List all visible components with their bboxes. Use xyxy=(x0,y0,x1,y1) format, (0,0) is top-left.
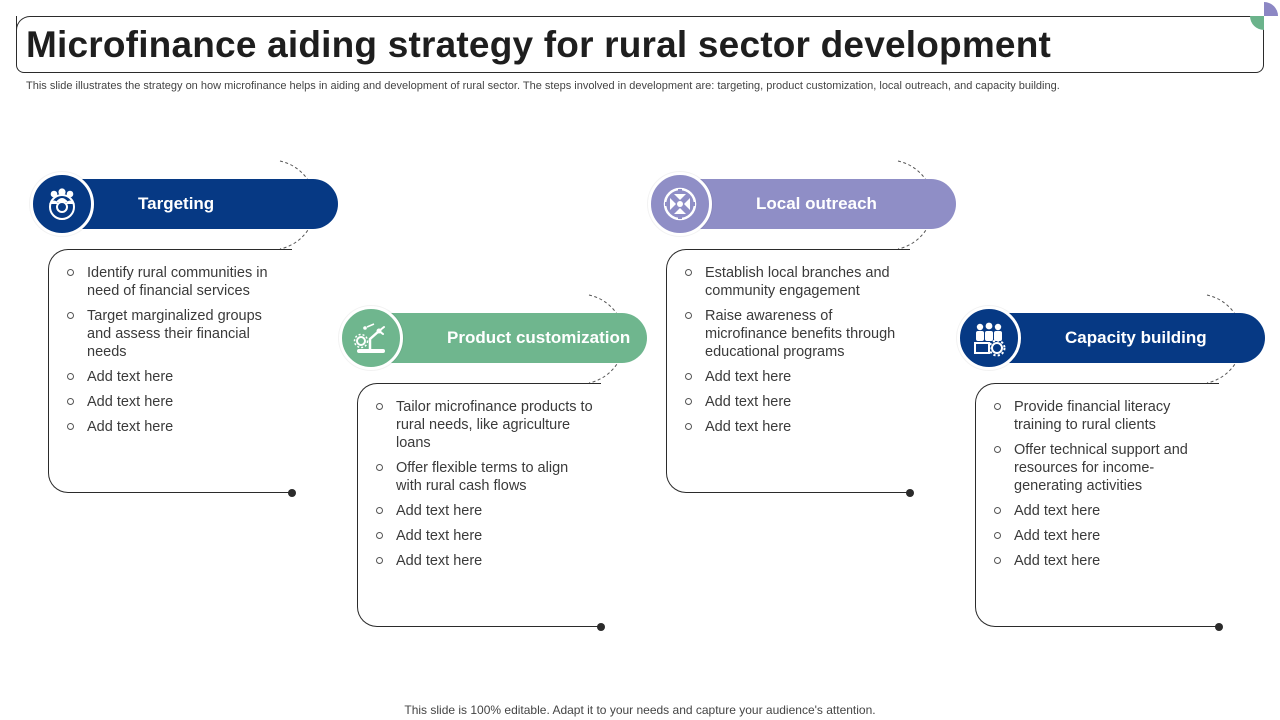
step-title: Targeting xyxy=(138,194,215,213)
bullet-icon xyxy=(376,532,383,539)
list-item: Add text here xyxy=(685,418,905,436)
list-item: Add text here xyxy=(67,393,287,411)
bullet-icon xyxy=(67,269,74,276)
bullet-icon xyxy=(67,423,74,430)
bullet-icon xyxy=(685,398,692,405)
bullet-icon xyxy=(994,446,1001,453)
bullet-icon xyxy=(685,269,692,276)
step-icon-circle xyxy=(648,172,712,236)
step-bullet-list: Identify rural communities in need of fi… xyxy=(67,264,287,443)
step-title: Product customization xyxy=(447,328,631,347)
step-title: Local outreach xyxy=(756,194,877,213)
bullet-icon xyxy=(994,507,1001,514)
list-item: Add text here xyxy=(994,502,1214,520)
gear-robot-arm-icon xyxy=(353,323,385,353)
bullet-icon xyxy=(376,403,383,410)
list-item: Provide financial literacy training to r… xyxy=(994,398,1214,434)
corner-purple-quarter xyxy=(1264,2,1278,16)
bullet-icon xyxy=(67,373,74,380)
list-item: Add text here xyxy=(685,368,905,386)
list-item: Establish local branches and community e… xyxy=(685,264,905,300)
list-item: Add text here xyxy=(376,502,596,520)
bullet-icon xyxy=(685,373,692,380)
card-end-dot xyxy=(288,489,296,497)
list-item: Add text here xyxy=(376,552,596,570)
list-item: Add text here xyxy=(994,552,1214,570)
list-item: Add text here xyxy=(67,368,287,386)
bullet-icon xyxy=(67,312,74,319)
list-item: Raise awareness of microfinance benefits… xyxy=(685,307,905,361)
people-target-icon xyxy=(49,188,75,220)
bullet-icon xyxy=(685,423,692,430)
step-card: Tailor microfinance products to rural ne… xyxy=(357,383,605,631)
step-bullet-list: Tailor microfinance products to rural ne… xyxy=(376,398,596,577)
step-header-pill: Targeting xyxy=(60,179,338,229)
corner-decoration-icon xyxy=(1250,2,1278,30)
step-card: Provide financial literacy training to r… xyxy=(975,383,1223,631)
step-icon-circle xyxy=(30,172,94,236)
bullet-icon xyxy=(376,464,383,471)
list-item: Add text here xyxy=(685,393,905,411)
team-gear-icon xyxy=(974,322,1006,357)
list-item: Target marginalized groups and assess th… xyxy=(67,307,287,361)
step-header-pill: Product customization xyxy=(369,313,647,363)
list-item: Identify rural communities in need of fi… xyxy=(67,264,287,300)
corner-green-quarter xyxy=(1250,16,1264,30)
step-icon-circle xyxy=(957,306,1021,370)
bullet-icon xyxy=(994,403,1001,410)
page-title: Microfinance aiding strategy for rural s… xyxy=(26,24,1052,65)
bullet-icon xyxy=(67,398,74,405)
bullet-icon xyxy=(994,557,1001,564)
step-header-pill: Local outreach xyxy=(678,179,956,229)
list-item: Offer flexible terms to align with rural… xyxy=(376,459,596,495)
list-item: Add text here xyxy=(994,527,1214,545)
card-end-dot xyxy=(1215,623,1223,631)
bullet-icon xyxy=(994,532,1001,539)
list-item: Tailor microfinance products to rural ne… xyxy=(376,398,596,452)
bullet-icon xyxy=(376,507,383,514)
step-bullet-list: Establish local branches and community e… xyxy=(685,264,905,443)
card-end-dot xyxy=(597,623,605,631)
step-header-pill: Capacity building xyxy=(987,313,1265,363)
step-card: Establish local branches and community e… xyxy=(666,249,914,497)
footer-note: This slide is 100% editable. Adapt it to… xyxy=(404,703,876,717)
list-item: Add text here xyxy=(376,527,596,545)
step-bullet-list: Provide financial literacy training to r… xyxy=(994,398,1214,577)
list-item: Offer technical support and resources fo… xyxy=(994,441,1214,495)
page-subtitle: This slide illustrates the strategy on h… xyxy=(26,80,1060,92)
list-item: Add text here xyxy=(67,418,287,436)
hands-network-icon xyxy=(663,187,697,221)
step-icon-circle xyxy=(339,306,403,370)
card-end-dot xyxy=(906,489,914,497)
step-card: Identify rural communities in need of fi… xyxy=(48,249,296,497)
bullet-icon xyxy=(376,557,383,564)
bullet-icon xyxy=(685,312,692,319)
step-title: Capacity building xyxy=(1065,328,1207,347)
